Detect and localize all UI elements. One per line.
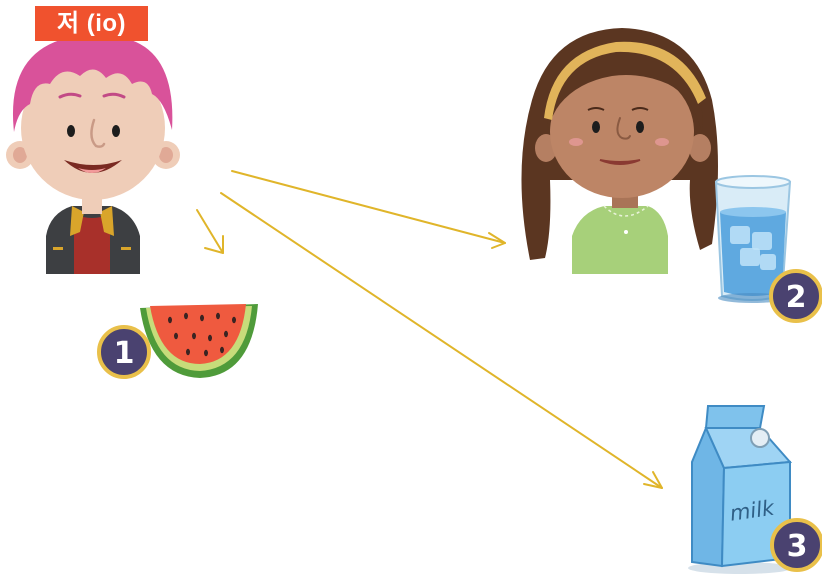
number-badge-2: 2 — [771, 271, 821, 321]
badge-number: 3 — [787, 529, 808, 564]
watermelon-icon — [140, 304, 258, 378]
badge-number: 1 — [114, 336, 135, 371]
boy-figure — [6, 33, 180, 274]
arrow-to-watermelon — [197, 210, 223, 253]
speaker-tag: 저 (io) — [35, 6, 148, 41]
number-badge-1: 1 — [99, 327, 149, 377]
number-badge-3: 3 — [772, 520, 822, 570]
arrow-to-girl — [232, 171, 505, 248]
badge-number: 2 — [786, 280, 807, 315]
girl-figure — [521, 28, 718, 274]
